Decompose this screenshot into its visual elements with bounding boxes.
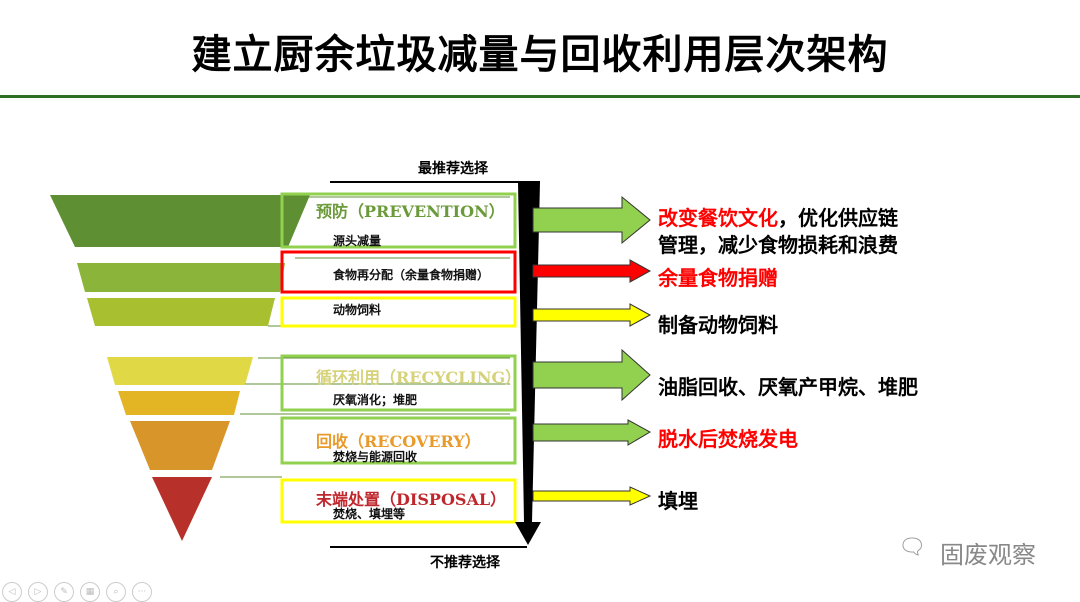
tier-sub-disposal: 焚烧、填埋等 bbox=[333, 507, 406, 521]
tier-heading-recycling: 循环利用（RECYCLING） bbox=[316, 368, 522, 387]
arrow-2 bbox=[532, 259, 652, 283]
box-redistribution bbox=[280, 250, 517, 294]
slides-grid-icon[interactable]: ▦ bbox=[80, 582, 100, 602]
outcome-1-rest: ，优化供应链 bbox=[778, 206, 898, 230]
outcome-1: 改变餐饮文化，优化供应链 bbox=[658, 202, 898, 231]
arrow-3 bbox=[532, 303, 652, 327]
funnel-segment-recycling bbox=[107, 357, 253, 385]
prev-slide-icon[interactable]: ◁ bbox=[2, 582, 22, 602]
outcome-3: 制备动物饲料 bbox=[658, 313, 778, 337]
arrow-6 bbox=[532, 486, 652, 506]
more-options-icon[interactable]: ··· bbox=[132, 582, 152, 602]
slide-title: 建立厨余垃圾减量与回收利用层次架构 bbox=[191, 32, 889, 78]
funnel bbox=[50, 195, 310, 541]
funnel-segment-recovery bbox=[130, 421, 230, 470]
box-recycling bbox=[280, 354, 517, 412]
box-disposal bbox=[280, 478, 517, 524]
tier-heading-prevention: 预防（PREVENTION） bbox=[316, 202, 505, 221]
outcome-1-highlight: 改变餐饮文化 bbox=[658, 206, 778, 230]
tier-sub-redistribution: 食物再分配（余量食物捐赠） bbox=[333, 268, 490, 282]
outcome-4: 油脂回收、厌氧产甲烷、堆肥 bbox=[658, 375, 918, 399]
outcome-5: 脱水后焚烧发电 bbox=[658, 427, 798, 451]
arrow-1 bbox=[532, 195, 651, 245]
outcome-2: 余量食物捐赠 bbox=[658, 266, 778, 290]
tier-sub-recycling: 厌氧消化；堆肥 bbox=[333, 393, 418, 407]
box-prevention bbox=[280, 192, 517, 249]
funnel-segment-digestion bbox=[118, 391, 240, 415]
funnel-segment-prevention bbox=[50, 195, 310, 247]
arrow-4 bbox=[532, 348, 651, 402]
pen-icon[interactable]: ✎ bbox=[54, 582, 74, 602]
watermark: 固废观察 bbox=[940, 541, 1036, 569]
next-slide-icon[interactable]: ▷ bbox=[28, 582, 48, 602]
funnel-segment-disposal bbox=[152, 477, 212, 541]
tier-sub-animal-feed: 动物饲料 bbox=[333, 303, 382, 317]
funnel-segment-animal-feed bbox=[87, 298, 275, 326]
zoom-icon[interactable]: ⌕ bbox=[106, 582, 126, 602]
axis-bottom-label: 不推荐选择 bbox=[430, 555, 500, 571]
wechat-icon: 🗨 bbox=[898, 535, 926, 560]
axis-top-label: 最推荐选择 bbox=[418, 161, 488, 177]
outcome-6: 填埋 bbox=[658, 489, 698, 513]
box-recovery bbox=[280, 416, 517, 465]
outcome-1-line2: 管理，减少食物损耗和浪费 bbox=[658, 233, 898, 257]
title-divider bbox=[0, 95, 1080, 98]
tier-sub-prevention: 源头减量 bbox=[333, 234, 382, 248]
tier-heading-recovery: 回收（RECOVERY） bbox=[316, 432, 481, 451]
funnel-segment-redistribution bbox=[77, 263, 285, 292]
tier-sub-recovery: 焚烧与能源回收 bbox=[333, 450, 418, 464]
tier-heading-disposal: 末端处置（DISPOSAL） bbox=[316, 490, 507, 509]
box-animal-feed bbox=[280, 296, 517, 328]
arrow-5 bbox=[532, 419, 652, 446]
